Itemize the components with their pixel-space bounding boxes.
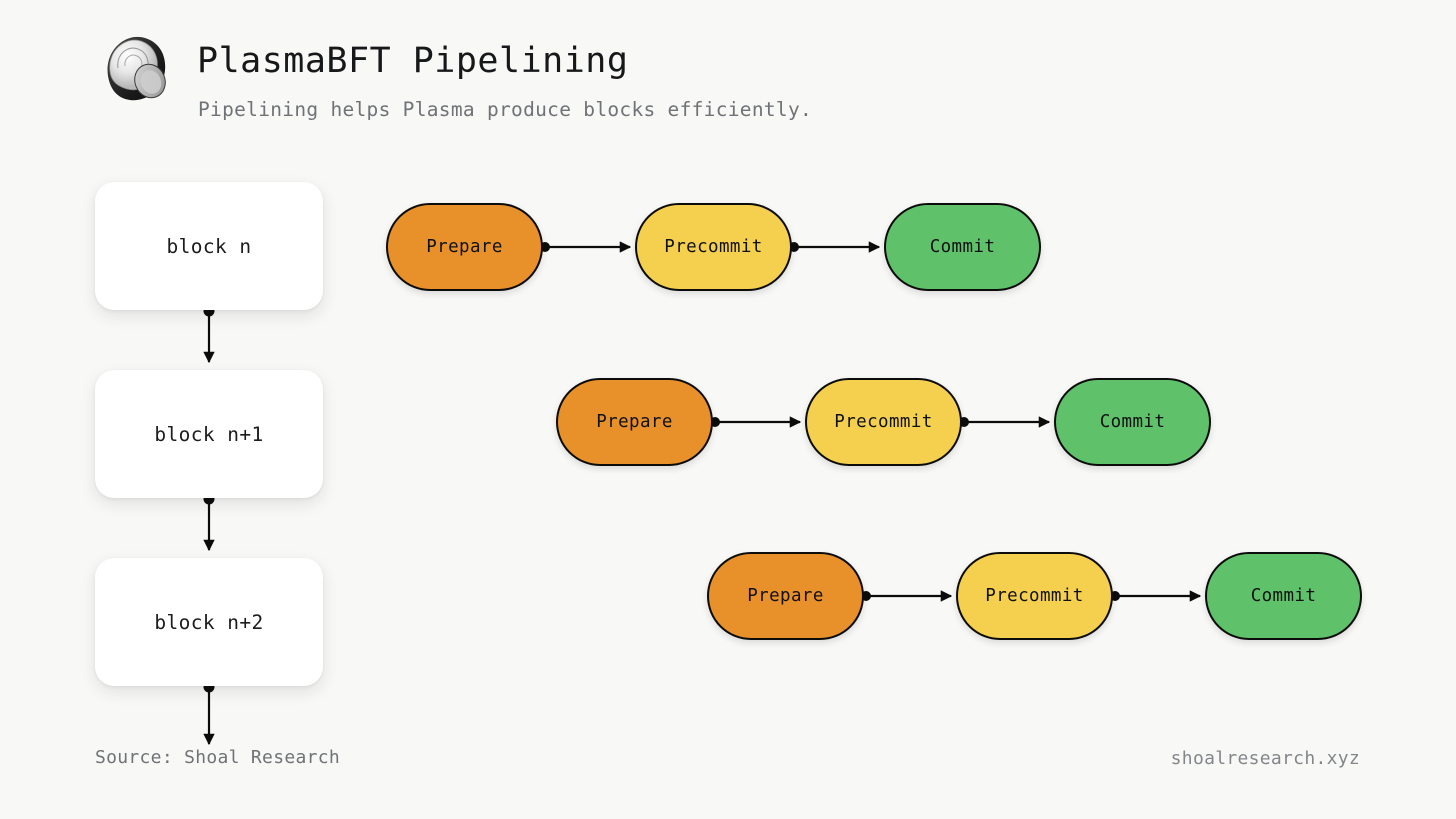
stage-link-row2-precommit-commit: [959, 416, 1051, 428]
stage-node-label: Precommit: [834, 412, 933, 432]
stage-node-label: Prepare: [747, 586, 824, 606]
block-link-n1-to-n2: [203, 493, 215, 552]
block-node-label: block n+2: [154, 610, 264, 634]
stage-node-label: Commit: [1099, 412, 1166, 432]
snail-shell-icon: [92, 26, 176, 110]
block-node-n1[interactable]: block n+1: [95, 370, 323, 498]
block-node-n2[interactable]: block n+2: [95, 558, 323, 686]
stage-node-label: Precommit: [985, 586, 1084, 606]
stage-link-row2-prepare-precommit: [710, 416, 802, 428]
page-title: PlasmaBFT Pipelining: [197, 41, 629, 81]
block-link-n-to-n1: [203, 305, 215, 364]
stage-link-row1-prepare-precommit: [540, 241, 632, 253]
stage-link-row3-prepare-precommit: [861, 590, 953, 602]
stage-node-label: Commit: [1250, 586, 1317, 606]
stage-link-row1-precommit-commit: [789, 241, 881, 253]
block-node-label: block n: [166, 234, 252, 258]
stage-node-row1-prepare[interactable]: Prepare: [386, 203, 543, 291]
stage-node-label: Commit: [929, 237, 996, 257]
header: PlasmaBFT Pipelining Pipelining helps Pl…: [0, 0, 1456, 150]
block-node-label: block n+1: [154, 422, 264, 446]
stage-node-row3-commit[interactable]: Commit: [1205, 552, 1362, 640]
stage-node-row2-prepare[interactable]: Prepare: [556, 378, 713, 466]
page-subtitle: Pipelining helps Plasma produce blocks e…: [198, 98, 813, 121]
stage-node-row1-precommit[interactable]: Precommit: [635, 203, 792, 291]
stage-node-label: Prepare: [426, 237, 503, 257]
block-link-n2-to-next: [203, 681, 215, 746]
footer-source-label: Source: Shoal Research: [95, 747, 341, 768]
stage-node-row3-precommit[interactable]: Precommit: [956, 552, 1113, 640]
stage-node-row3-prepare[interactable]: Prepare: [707, 552, 864, 640]
block-node-n[interactable]: block n: [95, 182, 323, 310]
stage-node-label: Prepare: [596, 412, 673, 432]
stage-node-label: Precommit: [664, 237, 763, 257]
footer-site-label[interactable]: shoalresearch.xyz: [1170, 748, 1360, 769]
stage-node-row2-commit[interactable]: Commit: [1054, 378, 1211, 466]
stage-node-row1-commit[interactable]: Commit: [884, 203, 1041, 291]
stage-link-row3-precommit-commit: [1110, 590, 1202, 602]
stage-node-row2-precommit[interactable]: Precommit: [805, 378, 962, 466]
